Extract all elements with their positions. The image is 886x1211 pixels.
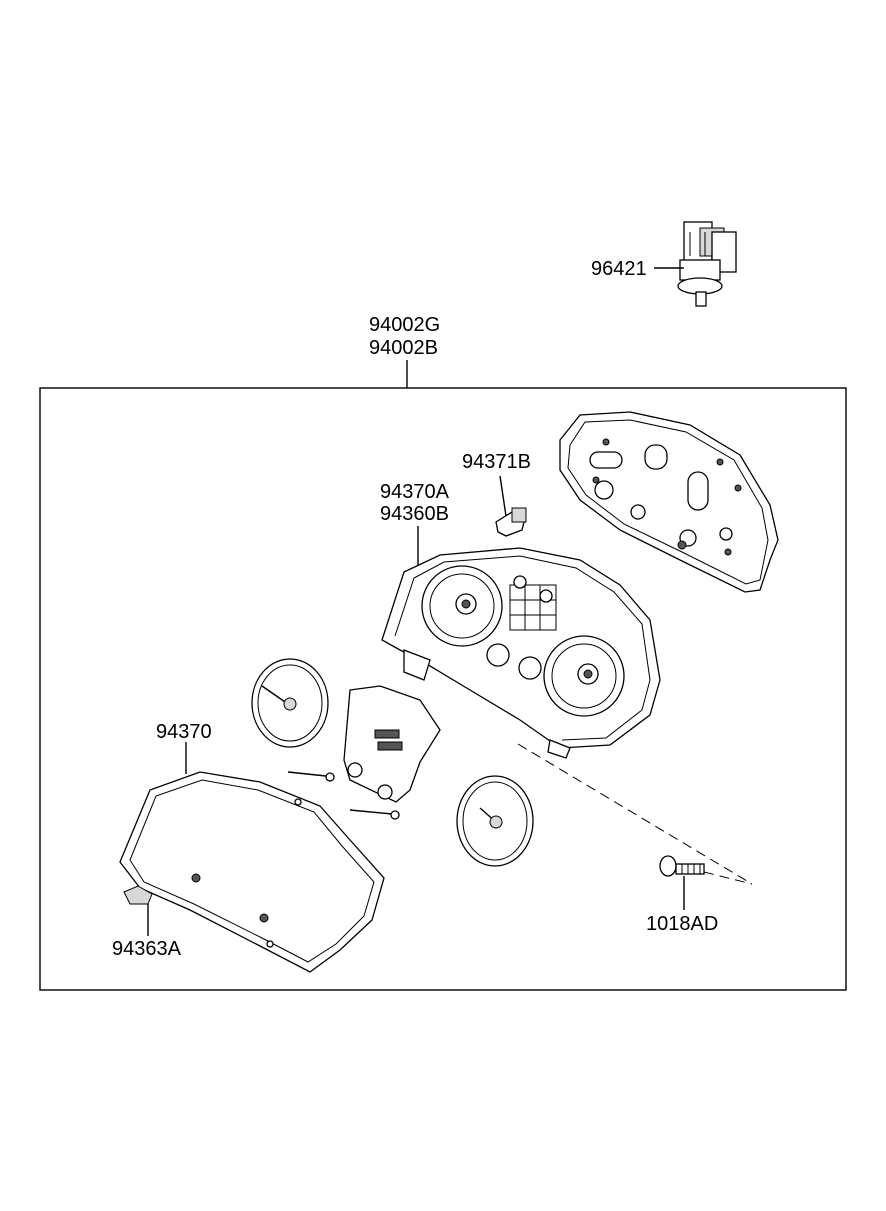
label-94363a: 94363A — [112, 938, 182, 960]
bulb-icon — [495, 507, 527, 537]
label-94371b: 94371B — [462, 451, 531, 473]
bulb-leader — [499, 475, 507, 517]
screw-icon — [659, 855, 705, 877]
cluster-lens-icon — [119, 771, 385, 973]
label-94002b: 94002B — [369, 337, 438, 359]
cluster-case-icon — [381, 547, 661, 759]
dashed-leader-1 — [517, 743, 753, 885]
dashed-leader-2 — [703, 871, 753, 885]
label-94002g: 94002G — [369, 314, 440, 336]
gauge-face-icon-2 — [456, 775, 534, 867]
label-94370: 94370 — [156, 721, 212, 743]
label-96421: 96421 — [591, 258, 647, 280]
clip-icon — [123, 885, 153, 905]
bracket-icon — [287, 685, 441, 820]
gauge-face-icon — [251, 658, 329, 748]
label-1018ad: 1018AD — [646, 913, 718, 935]
label-94360b: 94360B — [380, 503, 449, 525]
assembly-frame — [39, 387, 847, 991]
circuit-board-icon — [559, 411, 779, 593]
speed-sensor-icon — [677, 221, 737, 307]
label-94370a: 94370A — [380, 481, 450, 503]
